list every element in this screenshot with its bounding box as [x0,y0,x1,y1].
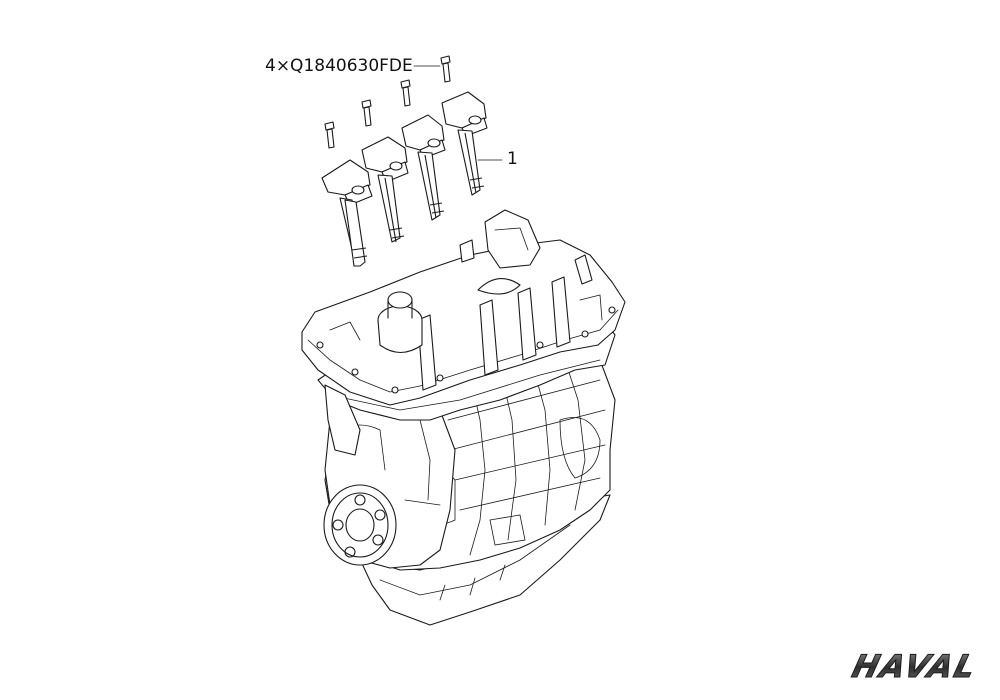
valve-cover [301,239,626,406]
bolt [324,121,335,149]
ignition-coil [441,91,488,196]
bolt [440,55,451,83]
ignition-coils [321,91,488,267]
ignition-coil [401,114,446,221]
bolt-part-callout: 4×Q1840630FDE [265,56,413,76]
ignition-coil [361,136,409,243]
coil-part-callout: 1 [507,149,518,169]
ignition-coil [321,159,373,267]
engine-assembly [301,209,626,626]
bolt [400,79,411,107]
crank-pulley [323,484,397,566]
manifold-bracket [324,384,361,456]
rear-bracket [484,209,541,269]
bolt [361,99,372,127]
svg-text:HAVAL: HAVAL [849,650,981,684]
oil-filler-cap [377,291,423,354]
cam-cap [477,278,521,295]
coil-bolts [324,55,451,149]
haval-logo: HAVAL [848,650,981,684]
